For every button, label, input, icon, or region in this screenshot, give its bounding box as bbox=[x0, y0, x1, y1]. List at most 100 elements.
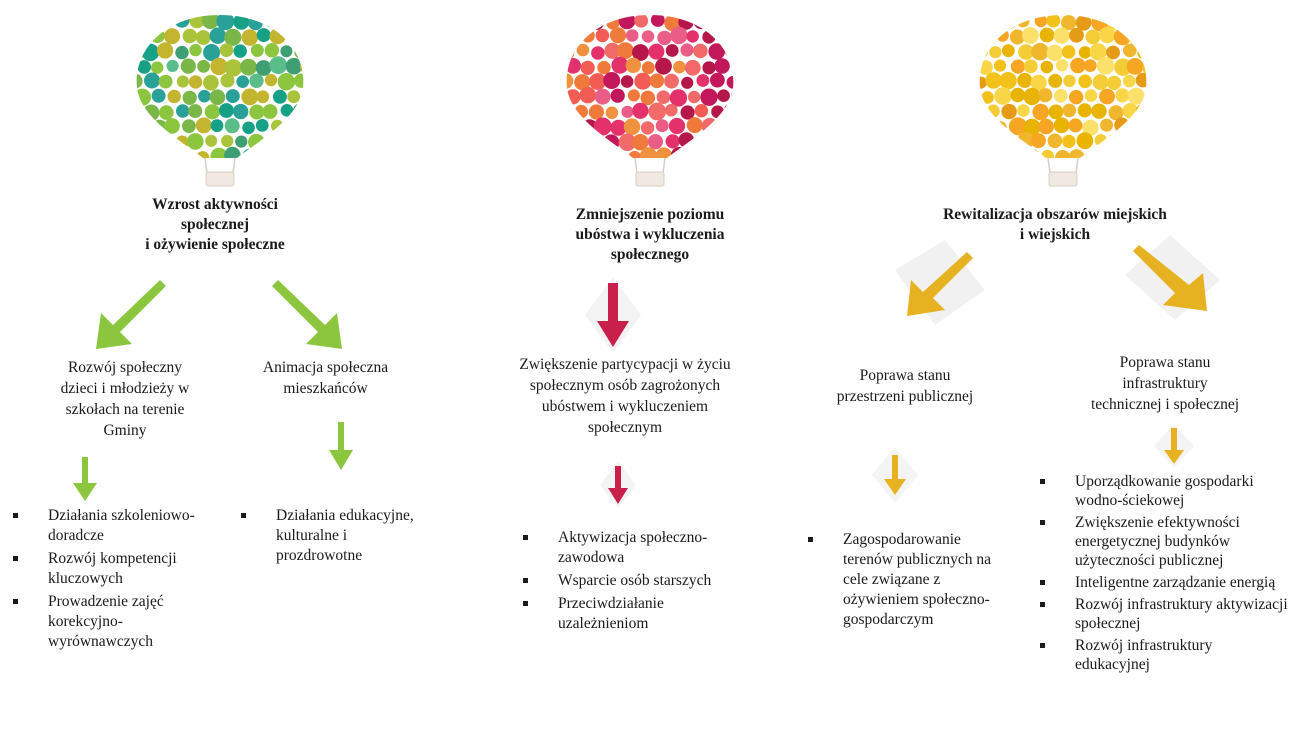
balloon-dot bbox=[293, 15, 304, 31]
balloon-dot bbox=[988, 134, 1003, 150]
balloon-dot bbox=[709, 135, 722, 149]
balloon-dot bbox=[610, 119, 627, 136]
balloon-dot bbox=[650, 15, 665, 27]
balloon-dot bbox=[1053, 117, 1070, 134]
balloon-dot bbox=[603, 72, 621, 89]
column-3-title: Rewitalizacja obszarów miejskich i wiejs… bbox=[943, 206, 1167, 243]
balloon-dot bbox=[1053, 27, 1070, 44]
balloon-dot bbox=[668, 117, 686, 135]
balloon-dot bbox=[687, 90, 701, 104]
balloon-illustration-green bbox=[136, 15, 304, 187]
balloon-dot bbox=[224, 59, 243, 77]
balloon-dot bbox=[1009, 148, 1024, 158]
balloon-dot bbox=[225, 89, 240, 104]
balloon-dot bbox=[640, 121, 655, 135]
balloon-dot bbox=[684, 59, 701, 76]
balloon-dot bbox=[1128, 120, 1142, 134]
balloon-dot bbox=[205, 134, 218, 147]
balloon-dot bbox=[989, 46, 1002, 59]
balloon-dot bbox=[634, 15, 649, 28]
balloon-dot bbox=[678, 132, 694, 148]
balloon-dot bbox=[979, 28, 992, 42]
balloon-dot bbox=[187, 133, 204, 150]
balloon-dot bbox=[979, 76, 987, 89]
balloon-dot bbox=[182, 119, 196, 133]
balloon-dot bbox=[164, 118, 180, 134]
balloon-dot bbox=[566, 89, 581, 105]
balloon-dot bbox=[579, 149, 597, 158]
balloon-dot bbox=[593, 117, 612, 136]
balloon-dot bbox=[242, 121, 255, 135]
balloon-dot bbox=[249, 104, 265, 120]
balloon-dot bbox=[272, 89, 287, 104]
balloon-dot bbox=[1099, 26, 1116, 44]
balloon-dot bbox=[732, 59, 734, 74]
balloon-dot bbox=[136, 15, 143, 28]
balloon-dot bbox=[686, 117, 703, 134]
balloon-dot bbox=[265, 15, 279, 28]
balloon-dot bbox=[1145, 89, 1147, 103]
balloon-dot bbox=[1137, 132, 1147, 150]
balloon-dot bbox=[588, 104, 604, 120]
balloon-dot bbox=[269, 148, 286, 158]
balloon-dot bbox=[1018, 44, 1034, 60]
balloon-dot bbox=[195, 30, 211, 45]
list-item: Uporządkowanie gospodarki wodno-ściekowe… bbox=[1037, 472, 1289, 510]
balloon-dot bbox=[150, 28, 165, 44]
balloon-dot bbox=[566, 73, 574, 89]
balloon-dot bbox=[144, 133, 160, 149]
balloon-dot bbox=[574, 136, 587, 149]
balloon-dot bbox=[1063, 74, 1076, 88]
balloon-dot bbox=[731, 117, 734, 136]
balloon-dot bbox=[235, 135, 248, 148]
arrow-down-icon bbox=[1154, 424, 1194, 468]
balloon-dot bbox=[136, 104, 144, 118]
balloon-dot bbox=[242, 148, 256, 158]
balloon-dot bbox=[987, 15, 1003, 30]
bullet-list: Zagospodarowanie terenów publicznych na … bbox=[805, 530, 1010, 633]
balloon-dot bbox=[994, 87, 1012, 105]
balloon-dot bbox=[686, 30, 699, 43]
balloon-dot bbox=[1107, 134, 1120, 147]
balloon-dot bbox=[655, 147, 673, 158]
balloon-dot bbox=[1078, 46, 1092, 59]
balloon-dot bbox=[710, 72, 725, 88]
balloon-dot bbox=[566, 119, 582, 136]
balloon-dot bbox=[611, 56, 629, 74]
balloon-dot bbox=[1009, 29, 1025, 45]
balloon-dot bbox=[203, 74, 219, 91]
balloon-dot bbox=[1114, 117, 1130, 133]
balloon-dot bbox=[136, 116, 151, 134]
balloon-dot bbox=[648, 43, 665, 60]
balloon-dot bbox=[621, 105, 634, 118]
list-item: Zagospodarowanie terenów publicznych na … bbox=[805, 530, 1010, 630]
balloon-dot bbox=[1039, 27, 1055, 43]
list-item: Aktywizacja społeczno-zawodowa bbox=[520, 528, 720, 568]
balloon-dot bbox=[299, 148, 304, 158]
balloon-dot bbox=[1047, 133, 1063, 149]
balloon-dot bbox=[595, 28, 610, 43]
balloon-dot bbox=[141, 43, 160, 62]
balloon-dot bbox=[664, 73, 679, 89]
balloon-dot bbox=[979, 133, 987, 147]
arrow-down-icon bbox=[872, 447, 918, 503]
balloon-dot bbox=[628, 150, 642, 158]
balloon-dot bbox=[589, 73, 606, 90]
balloon-dot bbox=[979, 15, 986, 27]
balloon-dot bbox=[295, 134, 304, 149]
balloon-dot bbox=[203, 44, 221, 61]
balloon-dot bbox=[665, 134, 680, 149]
balloon-dot bbox=[167, 89, 181, 104]
balloon-dot bbox=[241, 88, 259, 106]
balloon-dot bbox=[696, 74, 710, 87]
balloon-dot bbox=[144, 72, 160, 89]
balloon-dot bbox=[175, 135, 189, 149]
balloon-dot bbox=[566, 15, 577, 30]
balloon-dot bbox=[575, 15, 589, 27]
branch-label: Zwiększenie partycypacji w życiu społecz… bbox=[519, 356, 731, 436]
arrow-down-left-icon bbox=[895, 240, 985, 325]
balloon-dot bbox=[198, 89, 211, 103]
balloon-dot bbox=[1107, 75, 1122, 90]
balloon-dot bbox=[693, 15, 711, 30]
balloon-dot bbox=[174, 15, 190, 28]
